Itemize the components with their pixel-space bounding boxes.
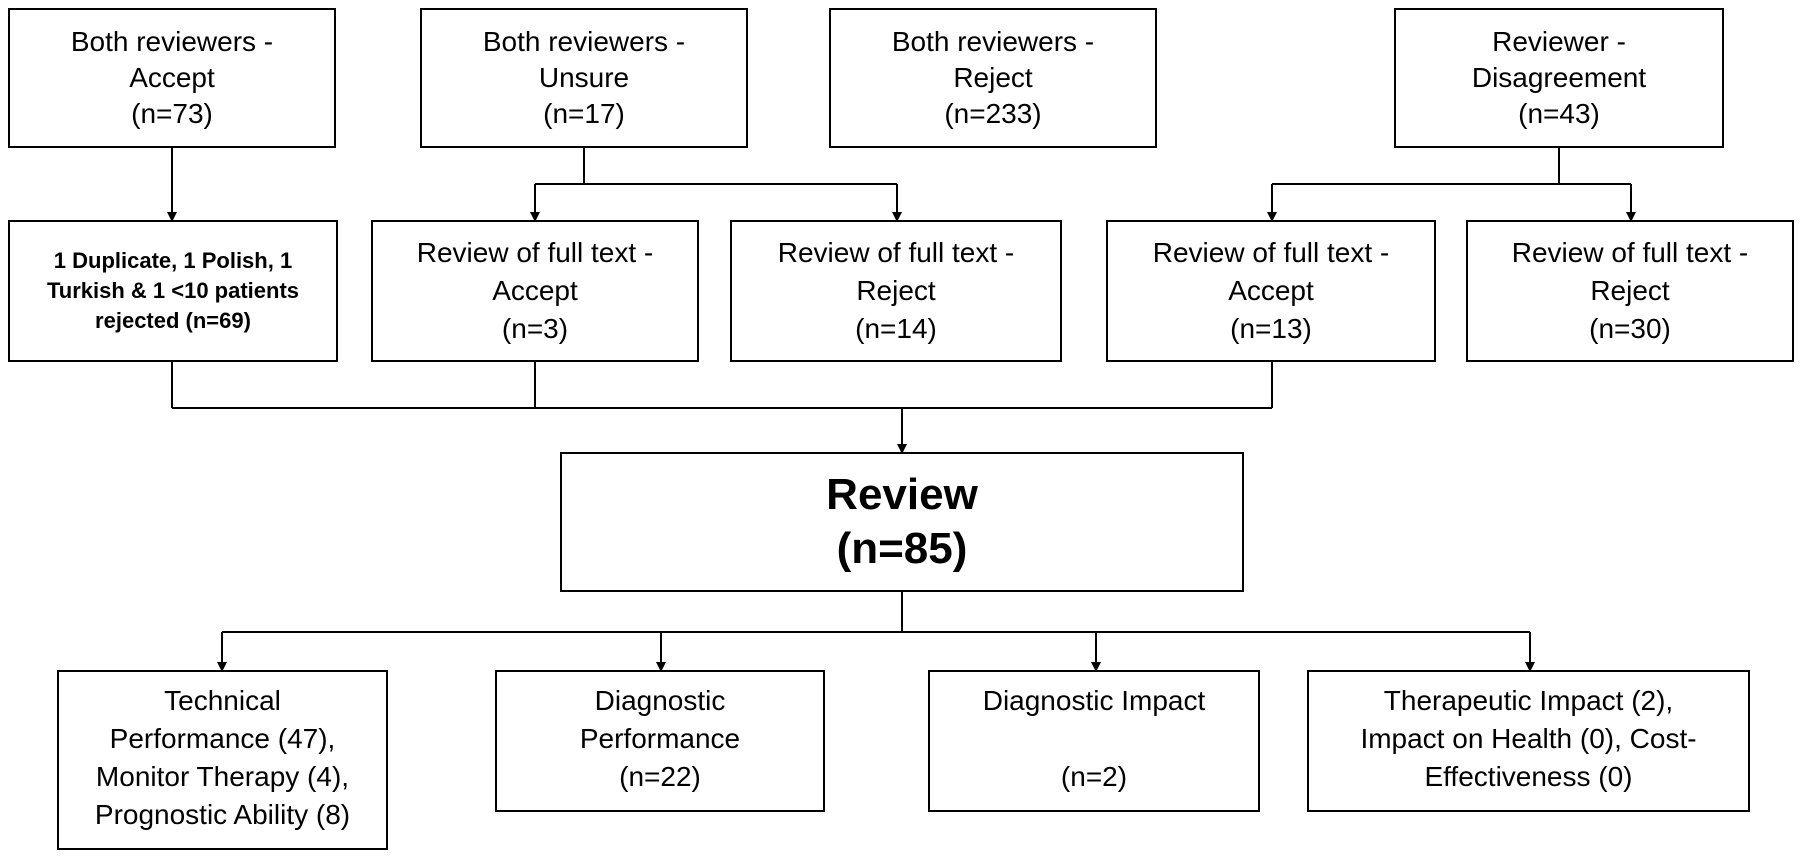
- box-line: (n=17): [543, 98, 625, 129]
- box-line: Both reviewers -: [891, 26, 1095, 57]
- box-disagreement: Reviewer - Disagreement (n=43): [1394, 8, 1724, 148]
- box-full-text-accept-unsure: Review of full text - Accept (n=3): [371, 220, 699, 362]
- box-line: (n=2): [1060, 761, 1128, 792]
- box-line: Review of full text -: [777, 237, 1015, 268]
- box-line: Review of full text -: [1511, 237, 1749, 268]
- box-review: Review (n=85): [560, 452, 1244, 592]
- box-both-accept: Both reviewers - Accept (n=73): [8, 8, 336, 148]
- box-line: (n=233): [944, 98, 1042, 129]
- box-line: (n=13): [1230, 313, 1312, 344]
- box-both-unsure: Both reviewers - Unsure (n=17): [420, 8, 748, 148]
- box-line: Impact on Health (0), Cost-: [1360, 723, 1697, 754]
- box-line: (n=43): [1518, 98, 1600, 129]
- box-line: Reject: [953, 62, 1033, 93]
- box-rejected-duplicates: 1 Duplicate, 1 Polish, 1 Turkish & 1 <10…: [8, 220, 338, 362]
- box-technical-performance: Technical Performance (47), Monitor Ther…: [57, 670, 388, 850]
- box-line: (n=3): [501, 313, 569, 344]
- box-line: (n=30): [1589, 313, 1671, 344]
- review-title: Review: [826, 470, 978, 519]
- box-line: (n=22): [619, 761, 701, 792]
- box-line: Technical: [164, 685, 281, 716]
- box-line: (n=73): [131, 98, 213, 129]
- box-line: Prognostic Ability (8): [94, 799, 351, 830]
- box-line: Unsure: [538, 62, 630, 93]
- review-count: (n=85): [836, 524, 968, 573]
- box-full-text-reject-unsure: Review of full text - Reject (n=14): [730, 220, 1062, 362]
- box-diagnostic-performance: Diagnostic Performance (n=22): [495, 670, 825, 812]
- box-line: Diagnostic: [594, 685, 726, 716]
- box-line: Turkish & 1 <10 patients: [46, 278, 300, 303]
- box-line: Accept: [129, 62, 215, 93]
- box-full-text-reject-disagreement: Review of full text - Reject (n=30): [1466, 220, 1794, 362]
- box-line: Performance: [579, 723, 741, 754]
- box-therapeutic-impact: Therapeutic Impact (2), Impact on Health…: [1307, 670, 1750, 812]
- box-line: Review of full text -: [1152, 237, 1390, 268]
- box-line: Monitor Therapy (4),: [95, 761, 350, 792]
- box-line: Performance (47),: [109, 723, 336, 754]
- box-line: 1 Duplicate, 1 Polish, 1: [53, 248, 293, 273]
- box-line: Effectiveness (0): [1424, 761, 1633, 792]
- box-line: Reject: [856, 275, 936, 306]
- box-line: Both reviewers -: [70, 26, 274, 57]
- box-line: Therapeutic Impact (2),: [1383, 685, 1674, 716]
- box-line: Review of full text -: [416, 237, 654, 268]
- box-line: Accept: [492, 275, 578, 306]
- box-line: Reviewer -: [1492, 26, 1626, 57]
- box-line: Reject: [1590, 275, 1670, 306]
- box-line: Diagnostic Impact: [982, 685, 1206, 716]
- box-line: rejected (n=69): [95, 308, 251, 333]
- box-line: Disagreement: [1471, 62, 1647, 93]
- box-full-text-accept-disagreement: Review of full text - Accept (n=13): [1106, 220, 1436, 362]
- box-both-reject: Both reviewers - Reject (n=233): [829, 8, 1157, 148]
- box-diagnostic-impact: Diagnostic Impact (n=2): [928, 670, 1260, 812]
- box-line: Accept: [1228, 275, 1314, 306]
- box-line: Both reviewers -: [482, 26, 686, 57]
- box-line: (n=14): [855, 313, 937, 344]
